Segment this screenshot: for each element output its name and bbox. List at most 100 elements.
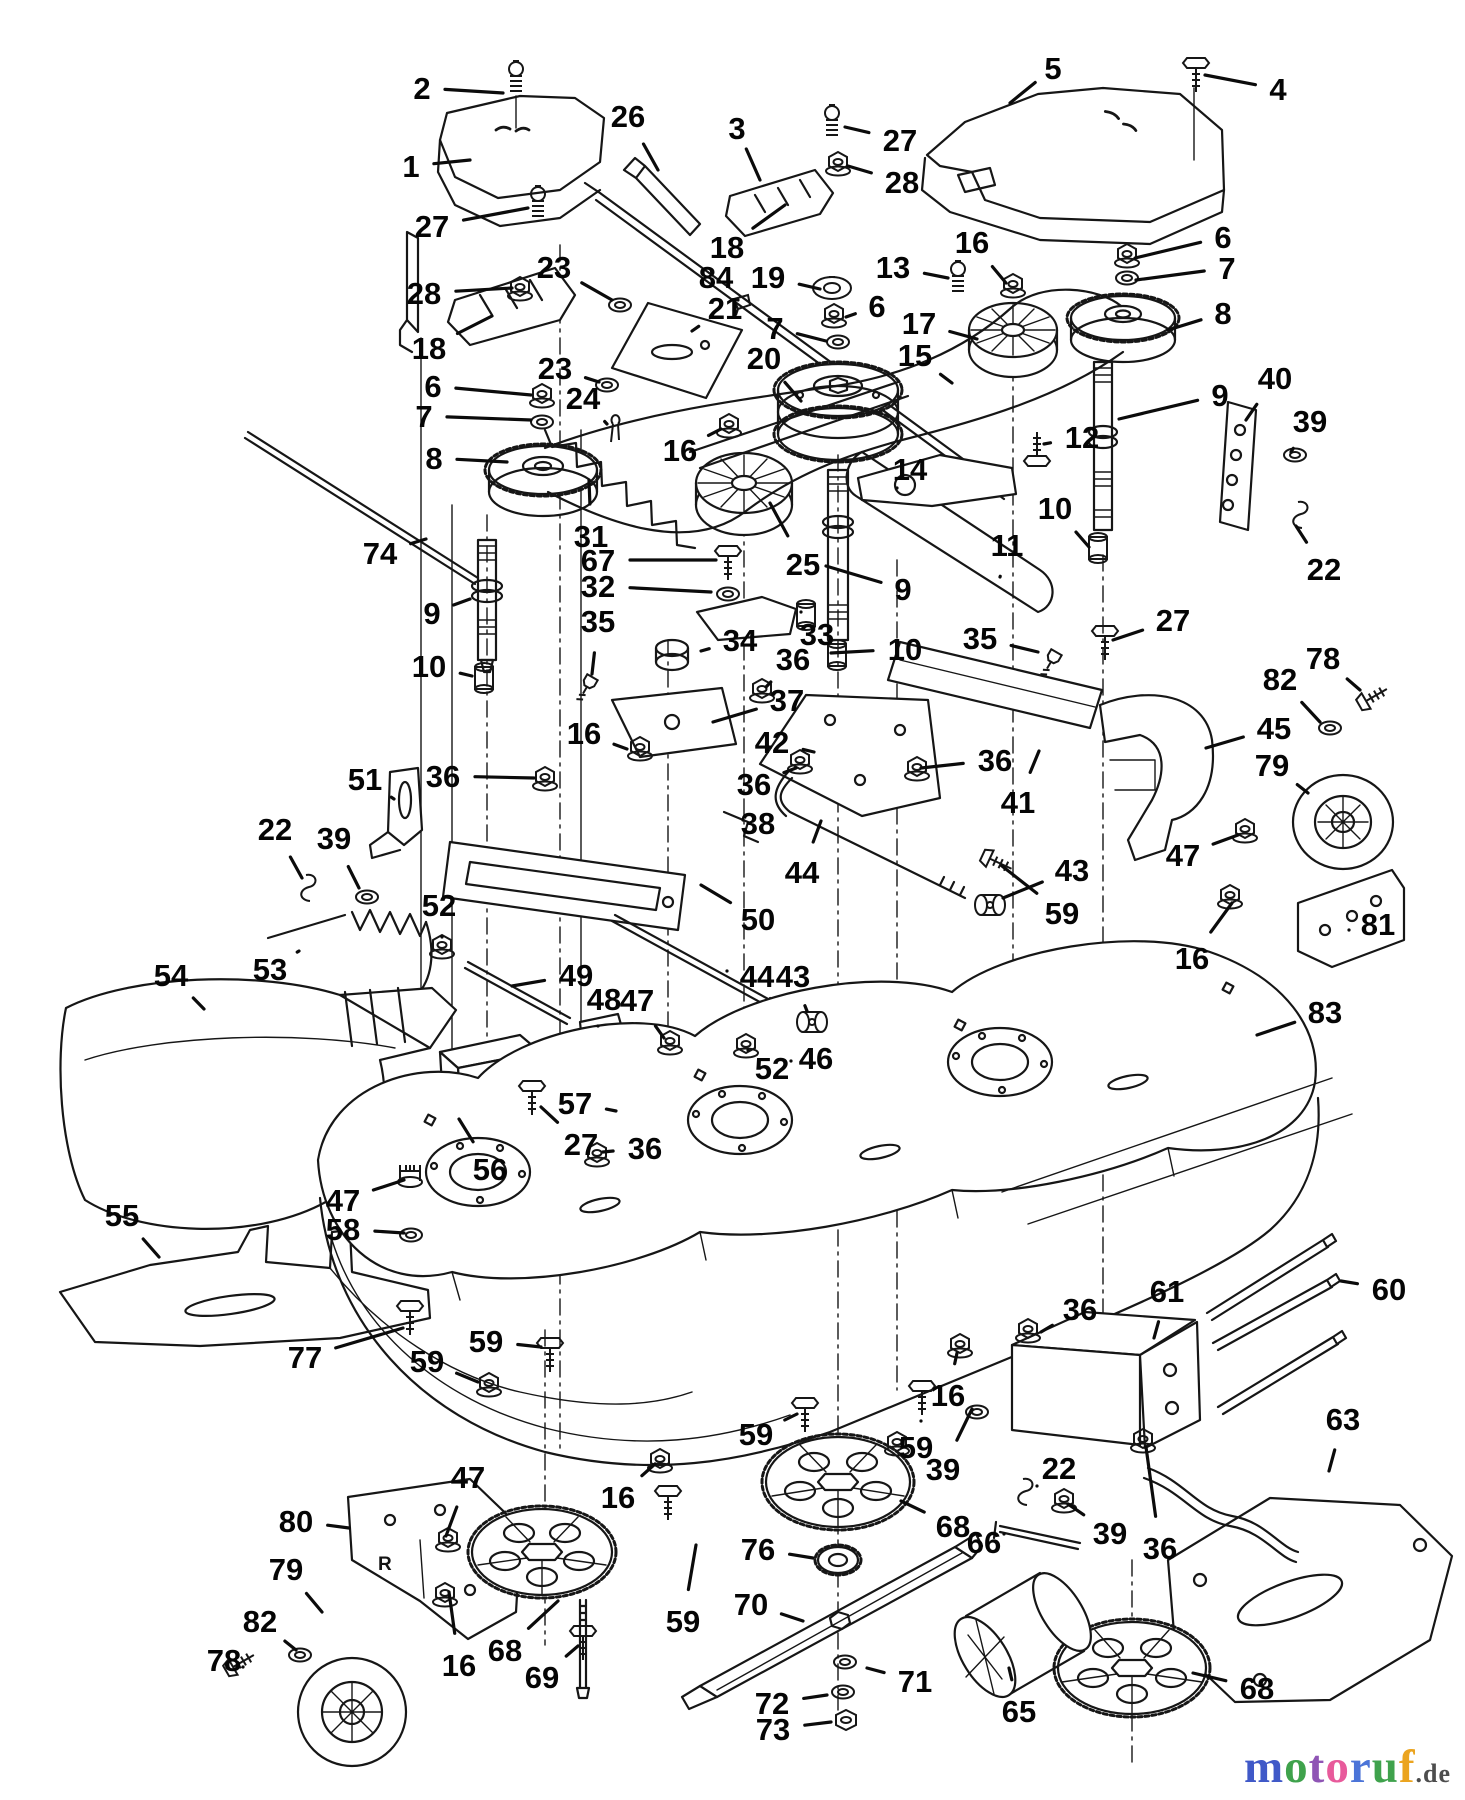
leader-line <box>473 775 536 780</box>
spindle-shaft-right <box>1087 360 1119 532</box>
side-rail <box>398 230 420 354</box>
part-label: 36 <box>776 642 810 677</box>
fastener-bv-icon <box>1091 625 1119 661</box>
gauge-wheel-left <box>296 1656 408 1768</box>
leader-line <box>1203 73 1258 87</box>
leader-line <box>844 312 857 319</box>
leader-line <box>564 1644 580 1658</box>
leader-line <box>751 203 787 230</box>
part-label: 18 <box>710 230 744 265</box>
leader-line <box>779 1612 805 1623</box>
part-label: 12 <box>1065 420 1099 455</box>
leader-line <box>1166 318 1203 332</box>
leader-line <box>922 271 950 280</box>
belt-cover-left <box>436 94 606 228</box>
double-pulley-20 <box>772 360 904 464</box>
support-rods-60 <box>1205 1232 1348 1416</box>
part-label: 16 <box>442 1648 476 1683</box>
fastener-fit-icon <box>572 673 599 705</box>
part-label: 47 <box>326 1183 360 1218</box>
bracket-80-marking: R <box>378 1554 392 1575</box>
part-label: 10 <box>412 649 446 684</box>
part-label: 8 <box>425 441 442 476</box>
leader-line <box>938 372 954 385</box>
leader-line <box>846 164 873 175</box>
leader-line <box>706 427 723 437</box>
part-label: 48 <box>587 982 621 1017</box>
part-label: 84 <box>699 260 734 295</box>
part-label: 61 <box>1150 1274 1184 1309</box>
part-label: 9 <box>1211 378 1228 413</box>
leader-line <box>653 1024 666 1040</box>
axle-bolt-69 <box>575 1598 591 1700</box>
part-label: 36 <box>1143 1531 1177 1566</box>
part-label: 77 <box>288 1340 322 1375</box>
z-link-38 <box>722 810 760 844</box>
leader-line <box>640 1462 657 1478</box>
part-label: 6 <box>424 369 441 404</box>
idler-fan-pulley-25 <box>694 451 794 537</box>
rod-74 <box>243 430 480 586</box>
part-label: 28 <box>407 276 441 311</box>
part-label: 6 <box>868 289 885 324</box>
shroud-45 <box>1098 694 1215 862</box>
part-label: 28 <box>885 165 919 200</box>
leader-line <box>764 680 773 689</box>
hanger-rod-44 <box>774 770 967 900</box>
leader-line <box>1008 80 1037 105</box>
leader-line <box>1211 833 1240 846</box>
part-label: 32 <box>581 569 615 604</box>
leader-line <box>583 376 601 384</box>
part-label: 15 <box>898 338 932 373</box>
leader-line <box>516 1342 543 1349</box>
bracket-42 <box>758 693 942 818</box>
leader-line <box>1204 735 1245 750</box>
part-label: 43 <box>776 959 810 994</box>
part-label: 21 <box>708 291 742 326</box>
leader-line <box>1117 398 1200 421</box>
fastener-sh-icon <box>1017 1477 1034 1506</box>
part-label: 52 <box>422 888 456 923</box>
leader-line <box>603 419 609 426</box>
leader-line <box>802 1693 829 1701</box>
leader-line <box>445 415 533 422</box>
leader-line <box>1255 1020 1297 1037</box>
motoruf-logo-letter: f <box>1398 1741 1416 1793</box>
leader-line <box>797 282 822 291</box>
leader-line <box>795 332 828 343</box>
fastener-bc-icon <box>508 60 524 92</box>
part-label: 37 <box>770 683 804 718</box>
leader-line <box>801 747 816 754</box>
part-label: 27 <box>883 123 917 158</box>
part-label: 22 <box>1307 552 1341 587</box>
fastener-bv-icon <box>536 1337 564 1373</box>
part-label: 40 <box>1258 361 1292 396</box>
spring-wire-53 <box>266 913 347 940</box>
part-label: 34 <box>723 623 758 658</box>
leader-line <box>539 1105 560 1124</box>
leader-line <box>1295 782 1310 795</box>
leader-line <box>580 281 614 302</box>
leader-line <box>452 597 472 607</box>
fastener-bc-icon <box>950 260 966 292</box>
leader-line <box>919 761 965 770</box>
part-label: 16 <box>601 1480 635 1515</box>
fastener-w-icon <box>1318 720 1342 736</box>
gauge-wheel-right <box>1291 773 1395 871</box>
part-label: 45 <box>1257 711 1291 746</box>
part-label: 44 <box>740 959 775 994</box>
part-label: 59 <box>469 1324 503 1359</box>
leader-line <box>1028 749 1041 775</box>
belt-cover-right <box>920 86 1226 246</box>
leader-line <box>283 1639 298 1652</box>
bracket-63 <box>1166 1496 1454 1704</box>
leader-line <box>443 87 505 95</box>
blade-adapter-76 <box>813 1543 863 1577</box>
fastener-fn-icon <box>476 1372 502 1398</box>
leader-line <box>1074 530 1091 549</box>
fastener-tr-icon <box>974 894 1006 916</box>
part-label: 57 <box>558 1086 592 1121</box>
part-label: 63 <box>1326 1402 1360 1437</box>
part-label: 25 <box>786 547 820 582</box>
fastener-fn-icon <box>529 383 555 409</box>
